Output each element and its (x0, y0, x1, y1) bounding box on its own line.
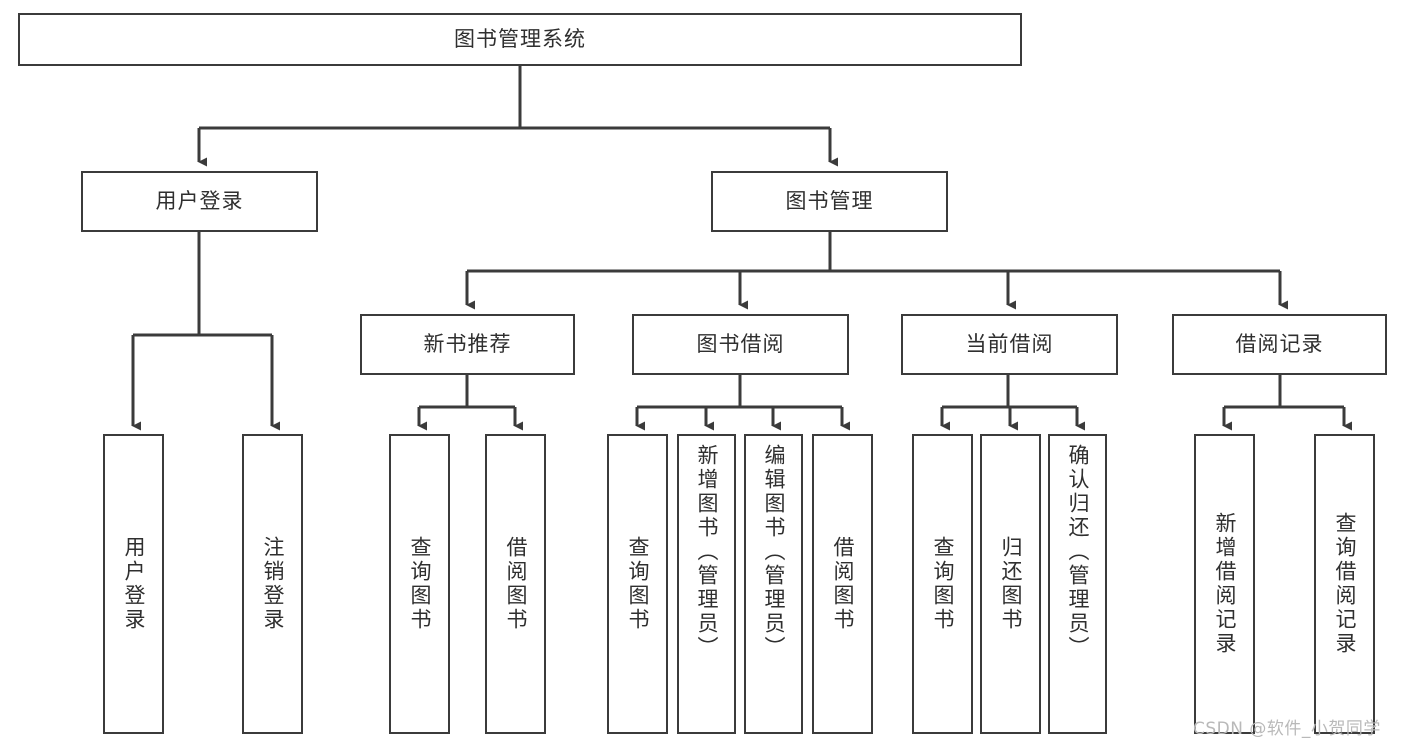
node-leaf-query-book-3-label: 查询图书 (931, 536, 955, 632)
node-leaf-return-book-label: 归还图书 (999, 536, 1023, 632)
node-leaf-borrow-book-2[interactable]: 借阅图书 (812, 434, 873, 734)
node-book-borrow[interactable]: 图书借阅 (632, 314, 849, 375)
node-new-book-rec-label: 新书推荐 (423, 332, 512, 357)
node-leaf-logout[interactable]: 注销登录 (242, 434, 303, 734)
node-leaf-add-book[interactable]: 新增图书（管理员） (677, 434, 736, 734)
node-current-borrow[interactable]: 当前借阅 (901, 314, 1118, 375)
node-root-label: 图书管理系统 (454, 27, 586, 52)
node-leaf-query-book-2-label: 查询图书 (626, 536, 650, 632)
node-leaf-user-login[interactable]: 用户登录 (103, 434, 164, 734)
node-user-login[interactable]: 用户登录 (81, 171, 318, 232)
node-book-manage-label: 图书管理 (785, 189, 874, 214)
node-leaf-query-record-label: 查询借阅记录 (1333, 512, 1357, 656)
node-leaf-query-record[interactable]: 查询借阅记录 (1314, 434, 1375, 734)
node-book-borrow-label: 图书借阅 (696, 332, 785, 357)
node-leaf-query-book-3[interactable]: 查询图书 (912, 434, 973, 734)
node-borrow-record-label: 借阅记录 (1235, 332, 1324, 357)
node-leaf-logout-label: 注销登录 (261, 536, 285, 632)
node-user-login-label: 用户登录 (155, 189, 244, 214)
node-leaf-edit-book-label: 编辑图书（管理员） (762, 444, 786, 660)
node-leaf-query-book-2[interactable]: 查询图书 (607, 434, 668, 734)
node-leaf-query-book-1-label: 查询图书 (408, 536, 432, 632)
node-leaf-add-book-label: 新增图书（管理员） (695, 444, 719, 660)
node-leaf-add-record[interactable]: 新增借阅记录 (1194, 434, 1255, 734)
node-leaf-user-login-label: 用户登录 (122, 536, 146, 632)
csdn-watermark: CSDN @软件_小贺同学 (1193, 719, 1381, 739)
node-new-book-rec[interactable]: 新书推荐 (360, 314, 575, 375)
node-leaf-return-book[interactable]: 归还图书 (980, 434, 1041, 734)
node-leaf-add-record-label: 新增借阅记录 (1213, 512, 1237, 656)
node-book-manage[interactable]: 图书管理 (711, 171, 948, 232)
node-current-borrow-label: 当前借阅 (965, 332, 1054, 357)
node-leaf-borrow-book-1-label: 借阅图书 (504, 536, 528, 632)
node-leaf-confirm-return-label: 确认归还（管理员） (1066, 444, 1090, 660)
node-leaf-borrow-book-2-label: 借阅图书 (831, 536, 855, 632)
node-leaf-edit-book[interactable]: 编辑图书（管理员） (744, 434, 803, 734)
node-root[interactable]: 图书管理系统 (18, 13, 1022, 66)
node-leaf-borrow-book-1[interactable]: 借阅图书 (485, 434, 546, 734)
node-borrow-record[interactable]: 借阅记录 (1172, 314, 1387, 375)
node-leaf-confirm-return[interactable]: 确认归还（管理员） (1048, 434, 1107, 734)
node-leaf-query-book-1[interactable]: 查询图书 (389, 434, 450, 734)
